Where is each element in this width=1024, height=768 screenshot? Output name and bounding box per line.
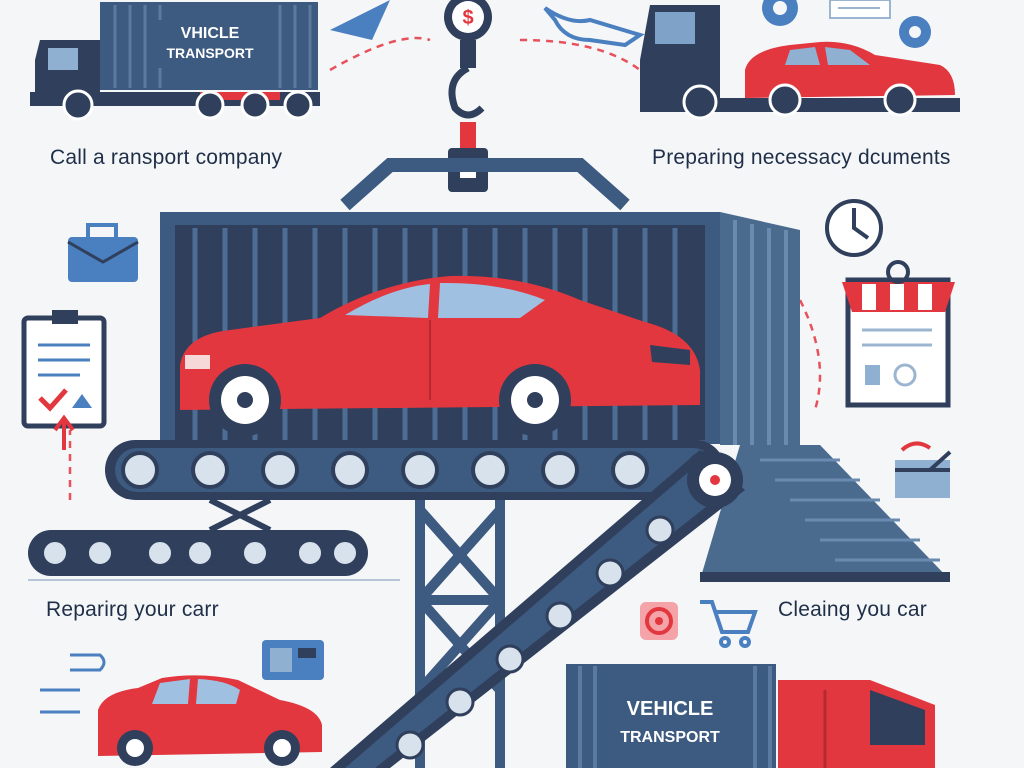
shop-document-icon xyxy=(842,260,955,408)
step-label-clean: Cleaing you car xyxy=(778,598,927,621)
conveyor-belt xyxy=(330,450,745,768)
crane-frame xyxy=(340,158,630,211)
dollar-symbol: $ xyxy=(462,7,473,29)
machine-icon xyxy=(262,640,324,680)
document-icon xyxy=(829,0,891,19)
container-label: VEHICLE xyxy=(627,698,714,720)
container-label: VHICLE xyxy=(181,25,240,42)
car-icon xyxy=(180,275,700,436)
gear-icon xyxy=(762,0,931,48)
truck-icon: VHICLE TRANSPORT xyxy=(30,2,320,121)
hand-icon xyxy=(543,6,645,48)
truck-icon xyxy=(640,5,960,120)
clipboard-icon xyxy=(21,310,107,450)
truck-icon: VEHICLE TRANSPORT xyxy=(566,664,935,768)
route-icon xyxy=(40,653,106,714)
dollar-hook-icon: $ xyxy=(444,0,492,192)
step-label-call: Call a ransport company xyxy=(50,146,283,169)
target-icon xyxy=(640,602,678,640)
car-icon xyxy=(98,675,322,766)
conveyor-belt xyxy=(28,530,400,581)
clock-icon xyxy=(825,199,883,257)
conveyor-belt xyxy=(105,440,725,500)
container-label: TRANSPORT xyxy=(166,45,254,61)
container-label: TRANSPORT xyxy=(620,729,720,746)
cart-icon xyxy=(700,600,758,648)
dashed-connector xyxy=(68,36,822,500)
step-label-documents: Preparing necessacy dcuments xyxy=(652,146,951,169)
step-label-repair: Reparirg your carr xyxy=(46,598,219,621)
briefcase-icon xyxy=(67,223,139,282)
car-icon xyxy=(745,41,955,117)
loading-ramp xyxy=(700,445,950,582)
scissor-lift xyxy=(208,497,272,533)
card-icon xyxy=(895,441,952,498)
arrow-icon xyxy=(330,0,390,40)
